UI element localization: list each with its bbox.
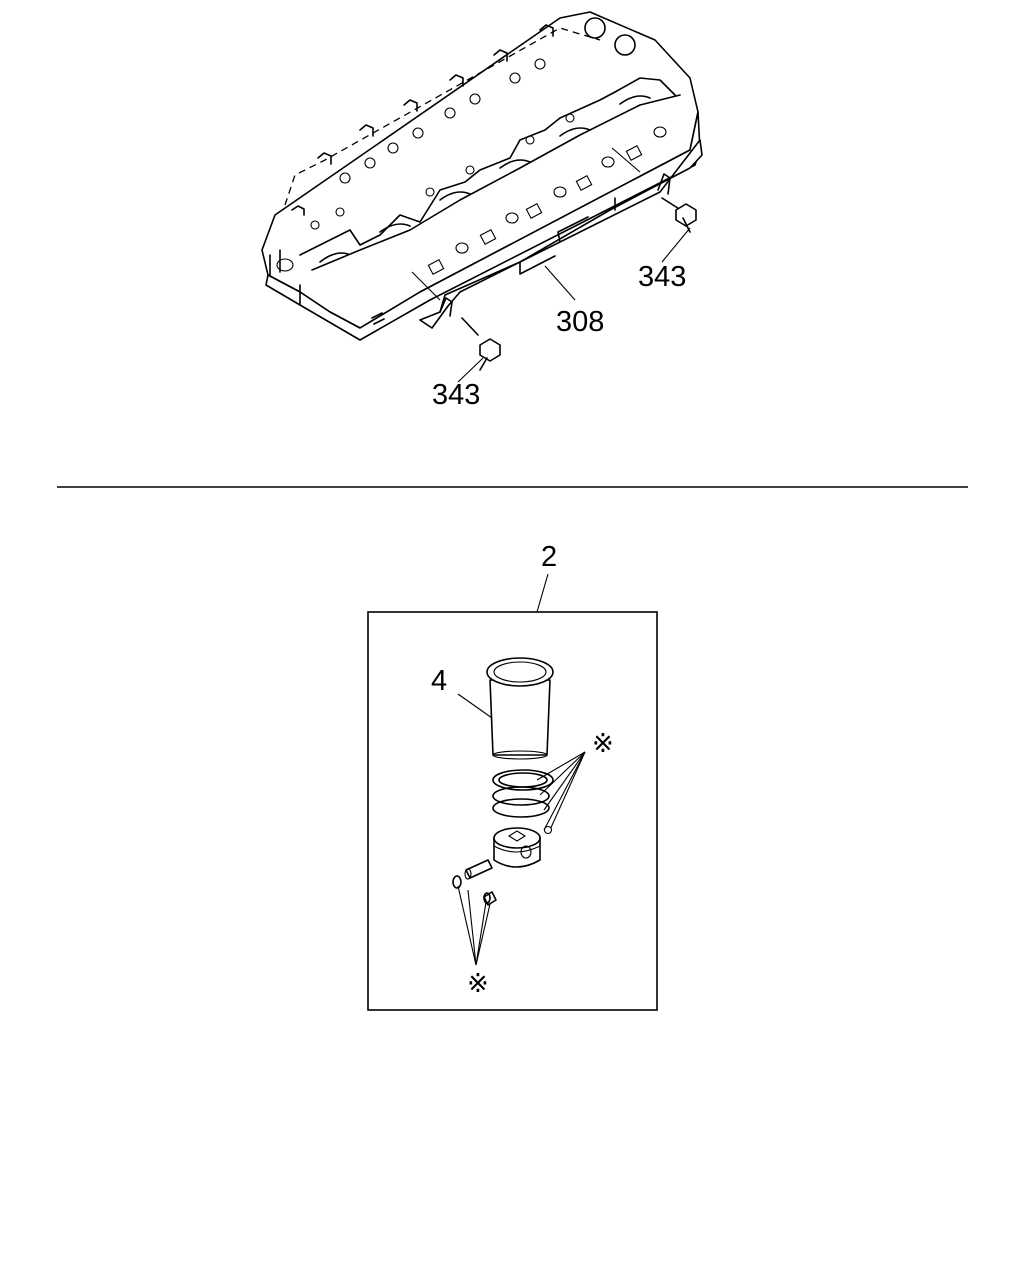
gasket-308 xyxy=(419,139,703,329)
callout-kit-2: 2 xyxy=(541,541,557,573)
cylinder-head-illustration xyxy=(261,11,701,341)
callout-343-right: 343 xyxy=(638,261,686,293)
piston-pin xyxy=(464,859,493,880)
callout-343-left: 343 xyxy=(432,379,480,411)
note-leaders-upper xyxy=(536,751,586,835)
snap-rings xyxy=(452,875,497,906)
piston-rings xyxy=(492,769,554,818)
note-mark-upper: ※ xyxy=(592,729,614,759)
note-mark-lower: ※ xyxy=(467,969,489,999)
kit-frame xyxy=(367,611,658,1011)
cylinder-liner-4 xyxy=(486,657,554,760)
liner-leader-line xyxy=(457,693,493,719)
leader-lines-upper xyxy=(411,147,691,383)
callout-308: 308 xyxy=(556,306,604,338)
bolt-343-left xyxy=(461,317,501,371)
kit-leader-line xyxy=(536,573,549,613)
piston xyxy=(493,827,541,868)
bolt-343-right xyxy=(661,197,697,233)
callout-liner-4: 4 xyxy=(431,665,447,697)
note-leaders-lower xyxy=(457,885,491,966)
